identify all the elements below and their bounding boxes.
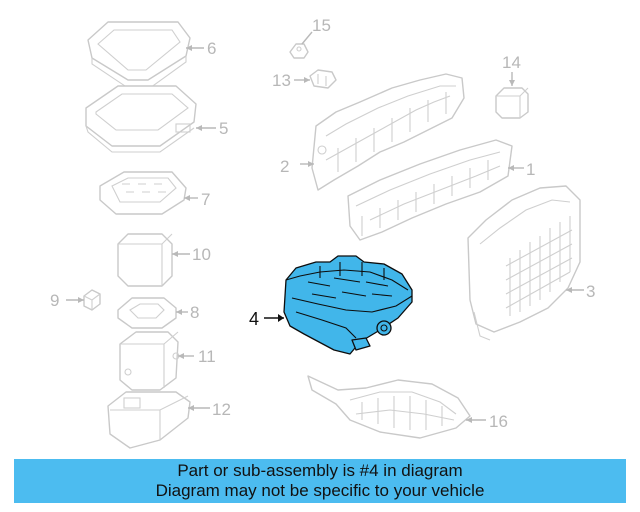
- banner-line-2: Diagram may not be specific to your vehi…: [155, 481, 485, 500]
- part-6-cover[interactable]: [87, 21, 191, 89]
- callout-16[interactable]: 16: [489, 412, 508, 431]
- banner-line-1: Part or sub-assembly is #4 in diagram: [177, 461, 463, 480]
- callout-14[interactable]: 14: [502, 53, 521, 72]
- part-3-cover[interactable]: [467, 185, 581, 341]
- part-15-clip[interactable]: [289, 43, 309, 59]
- callout-12[interactable]: 12: [212, 400, 231, 419]
- callout-6[interactable]: 6: [207, 39, 216, 58]
- callout-3[interactable]: 3: [586, 282, 595, 301]
- part-11-relay[interactable]: [119, 331, 180, 391]
- part-14-relay[interactable]: [495, 87, 529, 119]
- part-5-lid[interactable]: [85, 85, 197, 153]
- callout-5[interactable]: 5: [219, 119, 228, 138]
- part-13-fuse[interactable]: [309, 69, 337, 89]
- part-10-relay[interactable]: [117, 233, 173, 287]
- callout-2[interactable]: 2: [280, 157, 289, 176]
- callout-1[interactable]: 1: [526, 160, 535, 179]
- callout-11[interactable]: 11: [198, 347, 216, 366]
- callout-4[interactable]: 4: [249, 309, 259, 329]
- part-12-connector[interactable]: [107, 391, 191, 449]
- callout-10[interactable]: 10: [192, 245, 211, 264]
- part-9-clip[interactable]: [83, 289, 101, 311]
- part-7-relay-block[interactable]: [99, 171, 187, 215]
- callout-13[interactable]: 13: [272, 71, 291, 90]
- part-8-relay-base[interactable]: [117, 297, 177, 329]
- callout-4-arrow: [278, 314, 284, 322]
- part-1-fuse-block[interactable]: [347, 139, 513, 241]
- leader-arrowheads: [78, 45, 572, 423]
- parts-diagram: 6 5 7 10 9 8 11: [50, 16, 595, 449]
- callout-15[interactable]: 15: [312, 16, 331, 35]
- part-2-bracket[interactable]: [311, 73, 465, 191]
- callout-15-leader: [301, 31, 313, 45]
- part-4-control-module[interactable]: [283, 255, 413, 355]
- info-banner: Part or sub-assembly is #4 in diagram Di…: [14, 459, 626, 503]
- part-16-fuse-carrier[interactable]: [307, 375, 471, 439]
- callout-8[interactable]: 8: [190, 303, 199, 322]
- callout-9[interactable]: 9: [50, 291, 59, 310]
- callout-7[interactable]: 7: [201, 190, 210, 209]
